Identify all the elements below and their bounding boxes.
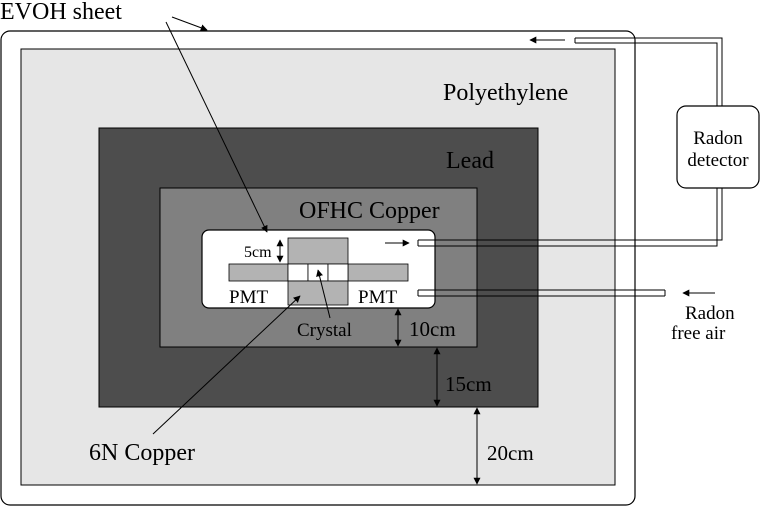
ten-cm-label: 10cm — [409, 317, 456, 341]
radon-free-air-label-line1: Radon — [685, 303, 735, 324]
left-copper-bar — [228, 263, 289, 282]
top-copper-block — [287, 237, 349, 265]
return-pipe-outer — [575, 37, 723, 106]
radon-detector-label-line1: Radon — [693, 128, 743, 149]
crystal-label: Crystal — [297, 320, 352, 341]
pmt-right-label: PMT — [358, 287, 397, 308]
six-n-copper-leader — [152, 295, 301, 435]
crystal-cell-left — [287, 263, 309, 282]
return-pipe-inner — [575, 42, 718, 106]
radon-detector-label-line2: detector — [687, 150, 749, 171]
radon-detector-box — [676, 105, 760, 189]
detector-pipe-outer — [418, 188, 723, 241]
bottom-copper-block — [287, 280, 349, 306]
crystal-cell-mid — [307, 263, 329, 282]
lead-label: Lead — [446, 148, 494, 174]
pmt-left-label: PMT — [229, 287, 268, 308]
radon-free-air-label-line2: free air — [671, 323, 726, 344]
evoh-leader-inner — [165, 21, 268, 233]
evoh-leader-outer — [171, 16, 208, 32]
crystal-leader — [316, 269, 331, 319]
five-cm-label: 5cm — [244, 244, 272, 261]
twenty-cm-label: 20cm — [487, 441, 534, 465]
crystal-cell-right — [327, 263, 349, 282]
detector-pipe-inner — [418, 188, 718, 247]
right-copper-bar — [347, 263, 409, 282]
evoh-sheet-label: EVOH sheet — [0, 0, 122, 25]
six-n-copper-label: 6N Copper — [89, 440, 195, 466]
polyethylene-label: Polyethylene — [443, 80, 568, 106]
ofhc-copper-label: OFHC Copper — [299, 198, 440, 224]
fifteen-cm-label: 15cm — [445, 372, 492, 396]
